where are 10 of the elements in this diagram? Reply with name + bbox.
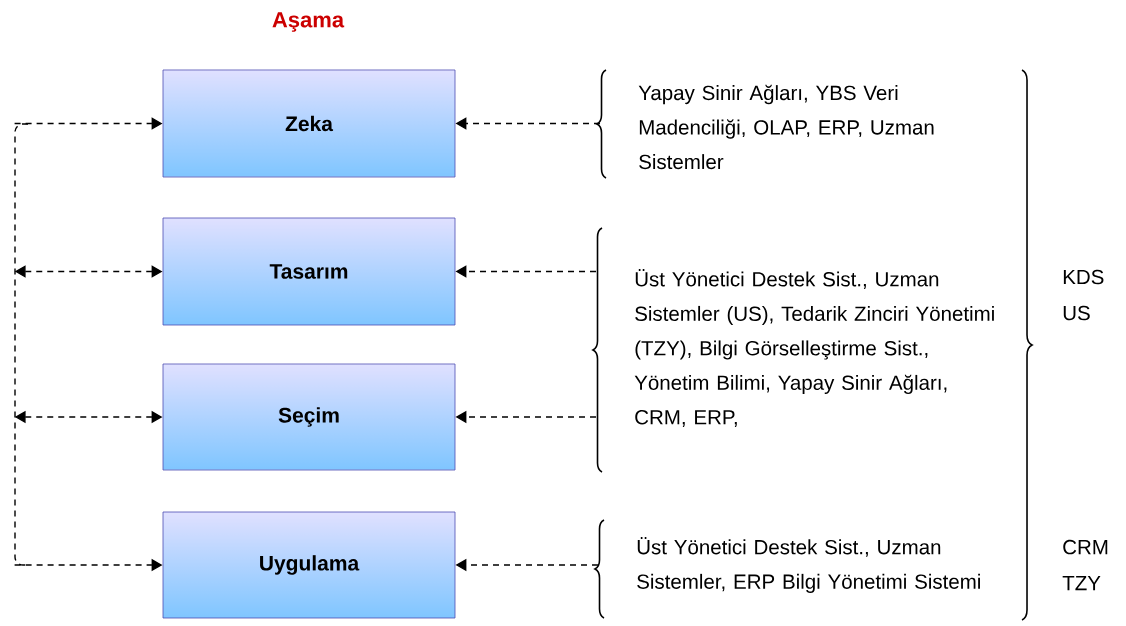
system-list: Üst Yönetici Destek Sist., Uzman Sistemler (US), Tedarik Zinciri Yönetimi (TZY), Bilgi Görselleştirme Sist., Yönetim Bilimi, Yapay Sinir Ağları, CRM, ERP,	[634, 269, 994, 427]
stage-box: Tasarım	[162, 217, 456, 326]
group-label: CRM TZY	[1062, 539, 1108, 591]
title: Aşama	[272, 12, 345, 32]
stage-box: Zeka	[162, 69, 456, 178]
stage-box: Seçim	[162, 363, 456, 471]
stage-box: Uygulama	[162, 511, 456, 619]
system-list: Üst Yönetici Destek Sist., Uzman Sistemler, ERP Bilgi Yönetimi Sistemi	[637, 537, 980, 593]
system-list: Yapay Sinir Ağları, YBS Veri Madenciliği, OLAP, ERP, Uzman Sistemler	[638, 84, 934, 170]
group-label: KDS US	[1063, 269, 1104, 321]
